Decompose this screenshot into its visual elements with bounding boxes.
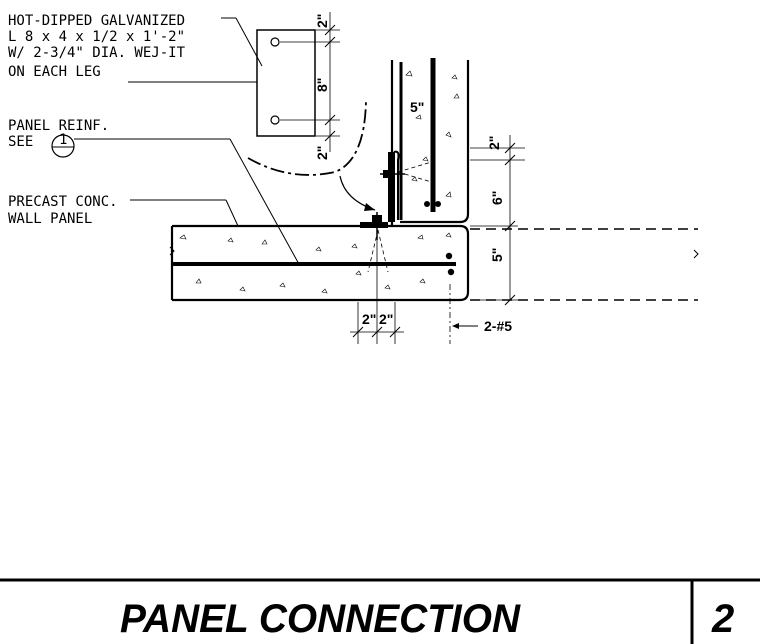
dim-angle-hole-spacing: 8" [314,78,330,92]
precast-line-2: WALL PANEL [8,211,92,227]
detail-number: 2 [711,597,734,641]
precast-note: PRECAST CONC. WALL PANEL [8,194,239,227]
panel-reinf-note: PANEL REINF. SEE 1 [8,118,301,267]
rotation-arc [247,99,367,176]
rebar-callout: 2-#5 [484,318,512,334]
title-block [0,578,760,644]
vertical-wall-panel [390,58,470,226]
panel-reinf-line-1: PANEL REINF. [8,118,109,134]
dim-bottom-left: 2" [362,311,376,327]
detail-title: PANEL CONNECTION [120,597,521,641]
angle-note-line-1: HOT-DIPPED GALVANIZED [8,13,185,29]
wall-thickness-label: 5" [410,99,424,115]
section-mark [51,134,75,158]
angle-note: HOT-DIPPED GALVANIZED L 8 x 4 x 1/2 x 1'… [8,13,186,80]
horizontal-wall-panel [169,224,699,302]
dim-vertical-height: 6" [489,191,505,205]
arc-leader [339,175,376,211]
dim-bottom-right: 2" [379,311,393,327]
right-dimensions [470,135,525,306]
dim-angle-bottom-edge: 2" [314,146,330,160]
angle-note-line-3: W/ 2-3/4" DIA. WEJ-IT [8,45,186,61]
angle-elevation [256,12,340,152]
section-mark-number: 1 [59,132,67,148]
bottom-dimensions [350,240,404,344]
dim-vertical-offset: 2" [486,136,502,150]
angle-note-line-4: ON EACH LEG [8,64,101,80]
dim-panel-thickness: 5" [489,248,505,262]
precast-line-1: PRECAST CONC. [8,194,118,210]
dim-angle-top-edge: 2" [314,14,330,28]
angle-note-line-2: L 8 x 4 x 1/2 x 1'-2" [8,29,185,45]
panel-reinf-line-2: SEE [8,134,33,150]
